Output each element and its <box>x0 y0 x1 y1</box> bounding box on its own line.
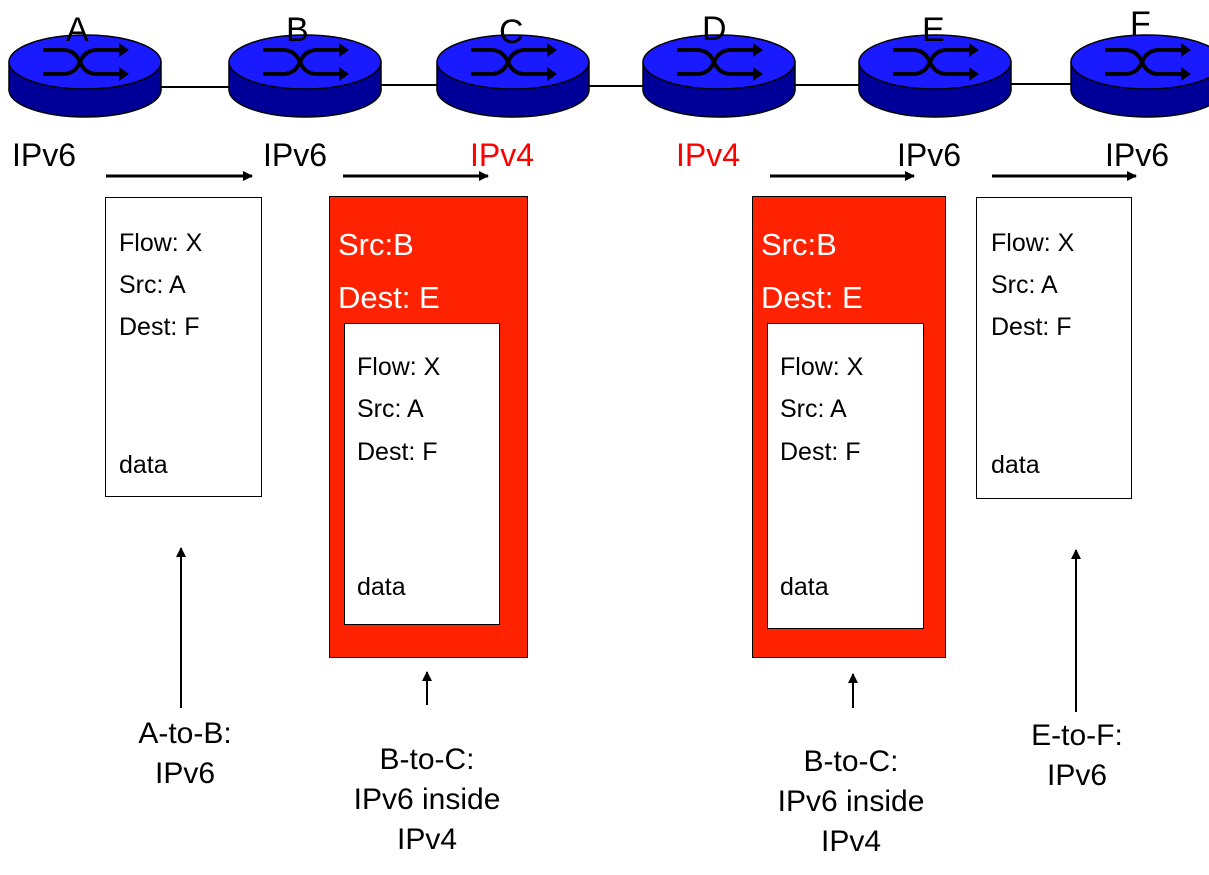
tunnel-packet-d-to-e: Src:B Dest: E Flow: X Src: A Dest: F dat… <box>752 196 946 658</box>
caption-line: IPv6 inside <box>353 783 501 816</box>
packet-data: data <box>780 573 829 601</box>
packet-flow: Flow: X <box>991 229 1075 257</box>
packet-flow: Flow: X <box>357 353 441 381</box>
router-d-protocol: IPv4 <box>676 137 741 173</box>
packet-a-to-b: Flow: X Src: A Dest: F data <box>105 197 262 497</box>
router-c-protocol: IPv4 <box>470 137 535 173</box>
router-c-label: C <box>499 13 524 51</box>
router-a-protocol: IPv6 <box>12 137 77 173</box>
packet-data: data <box>119 451 168 479</box>
outer-dest: Dest: E <box>338 280 440 315</box>
caption-line: IPv4 <box>820 825 882 858</box>
packet-data: data <box>991 451 1040 479</box>
router-e-protocol: IPv6 <box>897 137 962 173</box>
caption-line: IPv6 <box>1046 759 1108 792</box>
router-b-label: B <box>286 11 309 49</box>
packet-e-to-f: Flow: X Src: A Dest: F data <box>976 197 1132 499</box>
router-e-label: E <box>922 11 945 49</box>
caption-e-to-f: E-to-F: IPv6 <box>992 716 1162 796</box>
tunnel-packet-b-to-c: Src:B Dest: E Flow: X Src: A Dest: F dat… <box>329 196 528 658</box>
caption-line: B-to-C: <box>803 745 899 778</box>
packet-dest: Dest: F <box>991 313 1072 341</box>
caption-line: A-to-B: <box>138 717 232 750</box>
outer-src: Src:B <box>761 227 837 262</box>
packet-src: Src: A <box>780 395 847 423</box>
packet-flow: Flow: X <box>119 229 203 257</box>
caption-line: IPv6 inside <box>777 785 925 818</box>
outer-src: Src:B <box>338 227 414 262</box>
router-a-label: A <box>66 11 89 49</box>
packet-data: data <box>357 573 406 601</box>
caption-line: B-to-C: <box>379 743 475 776</box>
router-f-icon <box>1069 33 1209 119</box>
router-b-protocol: IPv6 <box>263 137 328 173</box>
router-f-label: F <box>1130 5 1151 43</box>
packet-dest: Dest: F <box>357 438 438 466</box>
inner-packet: Flow: X Src: A Dest: F data <box>767 323 924 629</box>
caption-b-to-c: B-to-C: IPv6 inside IPv4 <box>320 740 534 860</box>
packet-dest: Dest: F <box>780 438 861 466</box>
outer-dest: Dest: E <box>761 280 863 315</box>
packet-src: Src: A <box>119 271 186 299</box>
caption-line: E-to-F: <box>1031 719 1123 752</box>
packet-dest: Dest: F <box>119 313 200 341</box>
caption-line: IPv6 <box>154 757 216 790</box>
caption-d-to-e: B-to-C: IPv6 inside IPv4 <box>744 742 958 862</box>
inner-packet: Flow: X Src: A Dest: F data <box>344 323 500 625</box>
router-f-protocol: IPv6 <box>1105 137 1170 173</box>
packet-src: Src: A <box>991 271 1058 299</box>
packet-src: Src: A <box>357 395 424 423</box>
caption-a-to-b: A-to-B: IPv6 <box>100 714 270 794</box>
packet-flow: Flow: X <box>780 353 864 381</box>
caption-line: IPv4 <box>396 823 458 856</box>
router-d-label: D <box>702 10 727 48</box>
